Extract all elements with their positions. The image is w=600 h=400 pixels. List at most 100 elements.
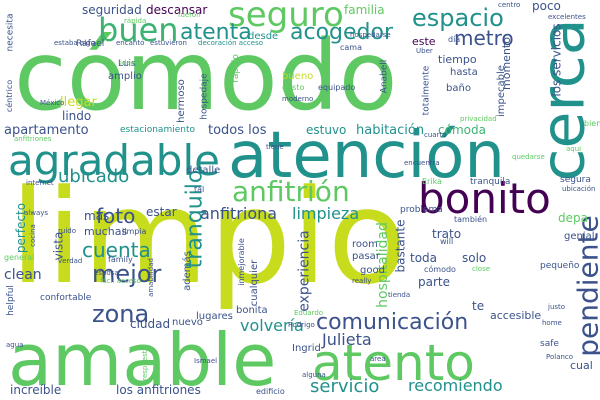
word-home: home	[542, 319, 562, 327]
word-estacionamiento: estacionamiento	[120, 125, 195, 135]
word-respuesta: respuesta	[140, 346, 149, 381]
word-equipado: equipado	[318, 83, 356, 92]
word-amable: amable	[8, 318, 277, 400]
word-necesita: necesita	[5, 13, 16, 52]
word-experiencia: experiencia	[296, 230, 313, 312]
word-bueno: bueno	[282, 71, 314, 82]
word-ubicacion: ubicación	[562, 185, 596, 193]
word-anfitriona: anfitriona	[200, 204, 278, 223]
word-justo: justo	[548, 303, 566, 311]
word-limpia: limpia	[122, 227, 147, 236]
word-metro: metro	[454, 26, 514, 50]
word-estuvieron: estuvieron	[150, 39, 187, 47]
word-tiene: tiene	[266, 143, 284, 151]
word-hospedarse: hospedarse	[350, 31, 391, 39]
word-general: general	[4, 253, 35, 262]
word-estaba-algo: estaba algo	[54, 39, 95, 47]
word-close: close	[472, 265, 491, 273]
word-este: este	[412, 35, 436, 48]
word-rapido: rápido	[230, 54, 241, 83]
word-centro: centro	[498, 1, 521, 9]
word-moderno: moderno	[282, 95, 314, 103]
word-decoracion-acceso: decoración acceso	[198, 39, 264, 47]
word-tiempo: tiempo	[438, 53, 477, 66]
word-estar: estar	[146, 205, 177, 219]
word-buen: buen	[98, 11, 179, 49]
word-anfitrion: anfitrión	[232, 175, 350, 208]
word-pasar: pasar	[352, 251, 380, 262]
word-bastante: bastante	[393, 219, 408, 273]
word-area: area	[370, 355, 386, 363]
word-estuvo: estuvo	[306, 123, 347, 137]
word-bano: baño	[446, 83, 471, 94]
word-hasta: hasta	[450, 67, 478, 78]
word-centrico: céntrico	[5, 79, 15, 113]
word-foto: foto	[96, 204, 136, 228]
word-encanto: encantó	[116, 39, 145, 47]
word-apartamento: apartamento	[4, 123, 89, 138]
word-ademas: además	[181, 251, 193, 291]
word-volveria: volvería	[240, 316, 304, 335]
word-confortable: confortable	[40, 293, 92, 303]
word-poco: poco	[532, 0, 561, 13]
word-limpio: limpio	[10, 161, 408, 313]
word-comodo-small: cómodo	[424, 265, 456, 274]
word-aqui: aqui	[566, 145, 582, 153]
word-familia: familia	[344, 3, 385, 17]
word-ruido: ruido	[58, 227, 76, 235]
word-limpieza: limpieza	[292, 204, 360, 223]
word-tienda: tienda	[388, 291, 411, 299]
word-depa: depa	[558, 211, 588, 225]
word-los-anfitriones: los anfitriones	[116, 383, 201, 397]
word-zona: zona	[92, 300, 150, 328]
word-mejor: mejor	[92, 260, 162, 288]
word-muchas: muchas	[84, 225, 128, 238]
word-los-servicios: los servicios	[549, 23, 564, 97]
word-comodo: cómodo	[14, 20, 398, 132]
word-cuenta: cuenta	[82, 238, 151, 262]
word-atenta: atenta	[180, 20, 252, 45]
word-totalmente: totalmente	[421, 65, 432, 116]
word-dia: día	[448, 35, 461, 44]
word-helpful: helpful	[5, 285, 16, 316]
word-anabell: Anabell	[379, 59, 390, 94]
word-acogedor: acogedor	[290, 20, 394, 45]
word-segura: segura	[560, 175, 591, 185]
word-always: always	[24, 209, 49, 217]
word-cual: cual	[570, 359, 593, 372]
word-really: really	[352, 277, 372, 285]
word-rodrigo: Rodrigo	[288, 321, 315, 329]
word-bonita: bonita	[236, 305, 268, 316]
word-ideal: ideal	[120, 59, 137, 67]
word-ciudad: ciudad	[130, 317, 171, 331]
word-nuevo: nuevo	[172, 317, 203, 328]
word-good: good	[360, 265, 385, 276]
word-encuentra: encuentra	[404, 159, 440, 167]
word-eduardo: Eduardo	[294, 309, 324, 317]
word-lugares: lugares	[196, 311, 233, 322]
word-atencion: atención	[228, 119, 505, 193]
word-excelentes: excelentes	[548, 13, 586, 21]
word-inmejorable: inmejorable	[236, 238, 246, 286]
word-polanco: Polanco	[546, 353, 574, 361]
word-family: family	[108, 255, 133, 264]
word-will: will	[440, 237, 454, 246]
word-parte: parte	[418, 275, 450, 289]
word-comunicacion: comunicación	[316, 310, 469, 335]
word-atento: atento	[312, 334, 475, 392]
word-mexico: México	[40, 99, 65, 107]
word-increible: increíble	[10, 383, 62, 397]
word-seguridad: seguridad	[82, 3, 142, 17]
word-room: room	[352, 239, 378, 250]
word-genial: genial	[564, 231, 595, 242]
word-momento: momento	[499, 37, 513, 90]
word-descansar: descansar	[146, 3, 208, 17]
word-espacio: espacio	[412, 4, 504, 32]
word-mas: más	[84, 209, 110, 223]
word-agua: agua	[6, 341, 24, 349]
word-todos-los: todos los	[208, 123, 267, 138]
word-verdad: verdad	[58, 257, 83, 265]
word-servicio: servicio	[310, 376, 380, 397]
word-luis: Luis	[118, 59, 136, 69]
